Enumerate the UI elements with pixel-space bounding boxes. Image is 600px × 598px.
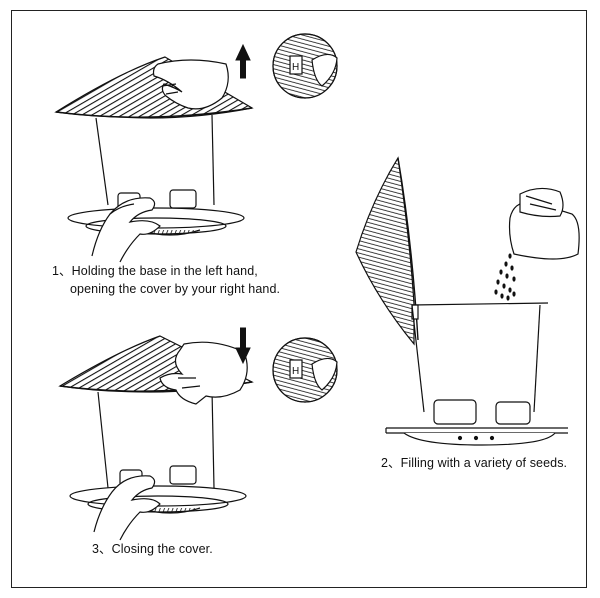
step1-left-hand (91, 197, 161, 263)
magnifier-latch-icon: H (272, 33, 338, 99)
step2-feeder (355, 156, 568, 446)
falling-seeds (494, 253, 516, 301)
step3-number: 3、 (92, 542, 112, 556)
step1-line1: Holding the base in the left hand, (71, 264, 258, 278)
step1-line2: opening the cover by your right hand. (70, 282, 281, 296)
step1-feeder (54, 56, 254, 263)
step1-caption: 1、Holding the base in the left hand, ope… (52, 262, 280, 298)
up-arrow-icon (235, 43, 251, 79)
step2-caption: 2、Filling with a variety of seeds. (381, 454, 567, 472)
magnifier-latch-icon-2: H (272, 337, 338, 403)
step3-left-hand (93, 475, 161, 541)
pouring-cup (508, 187, 580, 260)
step3-feeder (58, 335, 254, 541)
svg-text:H: H (292, 366, 299, 377)
step3-line1: Closing the cover. (111, 542, 213, 556)
step2-cover (355, 156, 415, 346)
step1-right-hand (152, 59, 229, 110)
diagram-frame (11, 10, 587, 588)
step2-line1: Filling with a variety of seeds. (400, 456, 568, 470)
svg-text:H: H (292, 62, 299, 73)
step3-caption: 3、Closing the cover. (92, 540, 213, 558)
step2-number: 2、 (381, 456, 401, 470)
step1-number: 1、 (52, 264, 72, 278)
down-arrow-icon (235, 327, 251, 365)
